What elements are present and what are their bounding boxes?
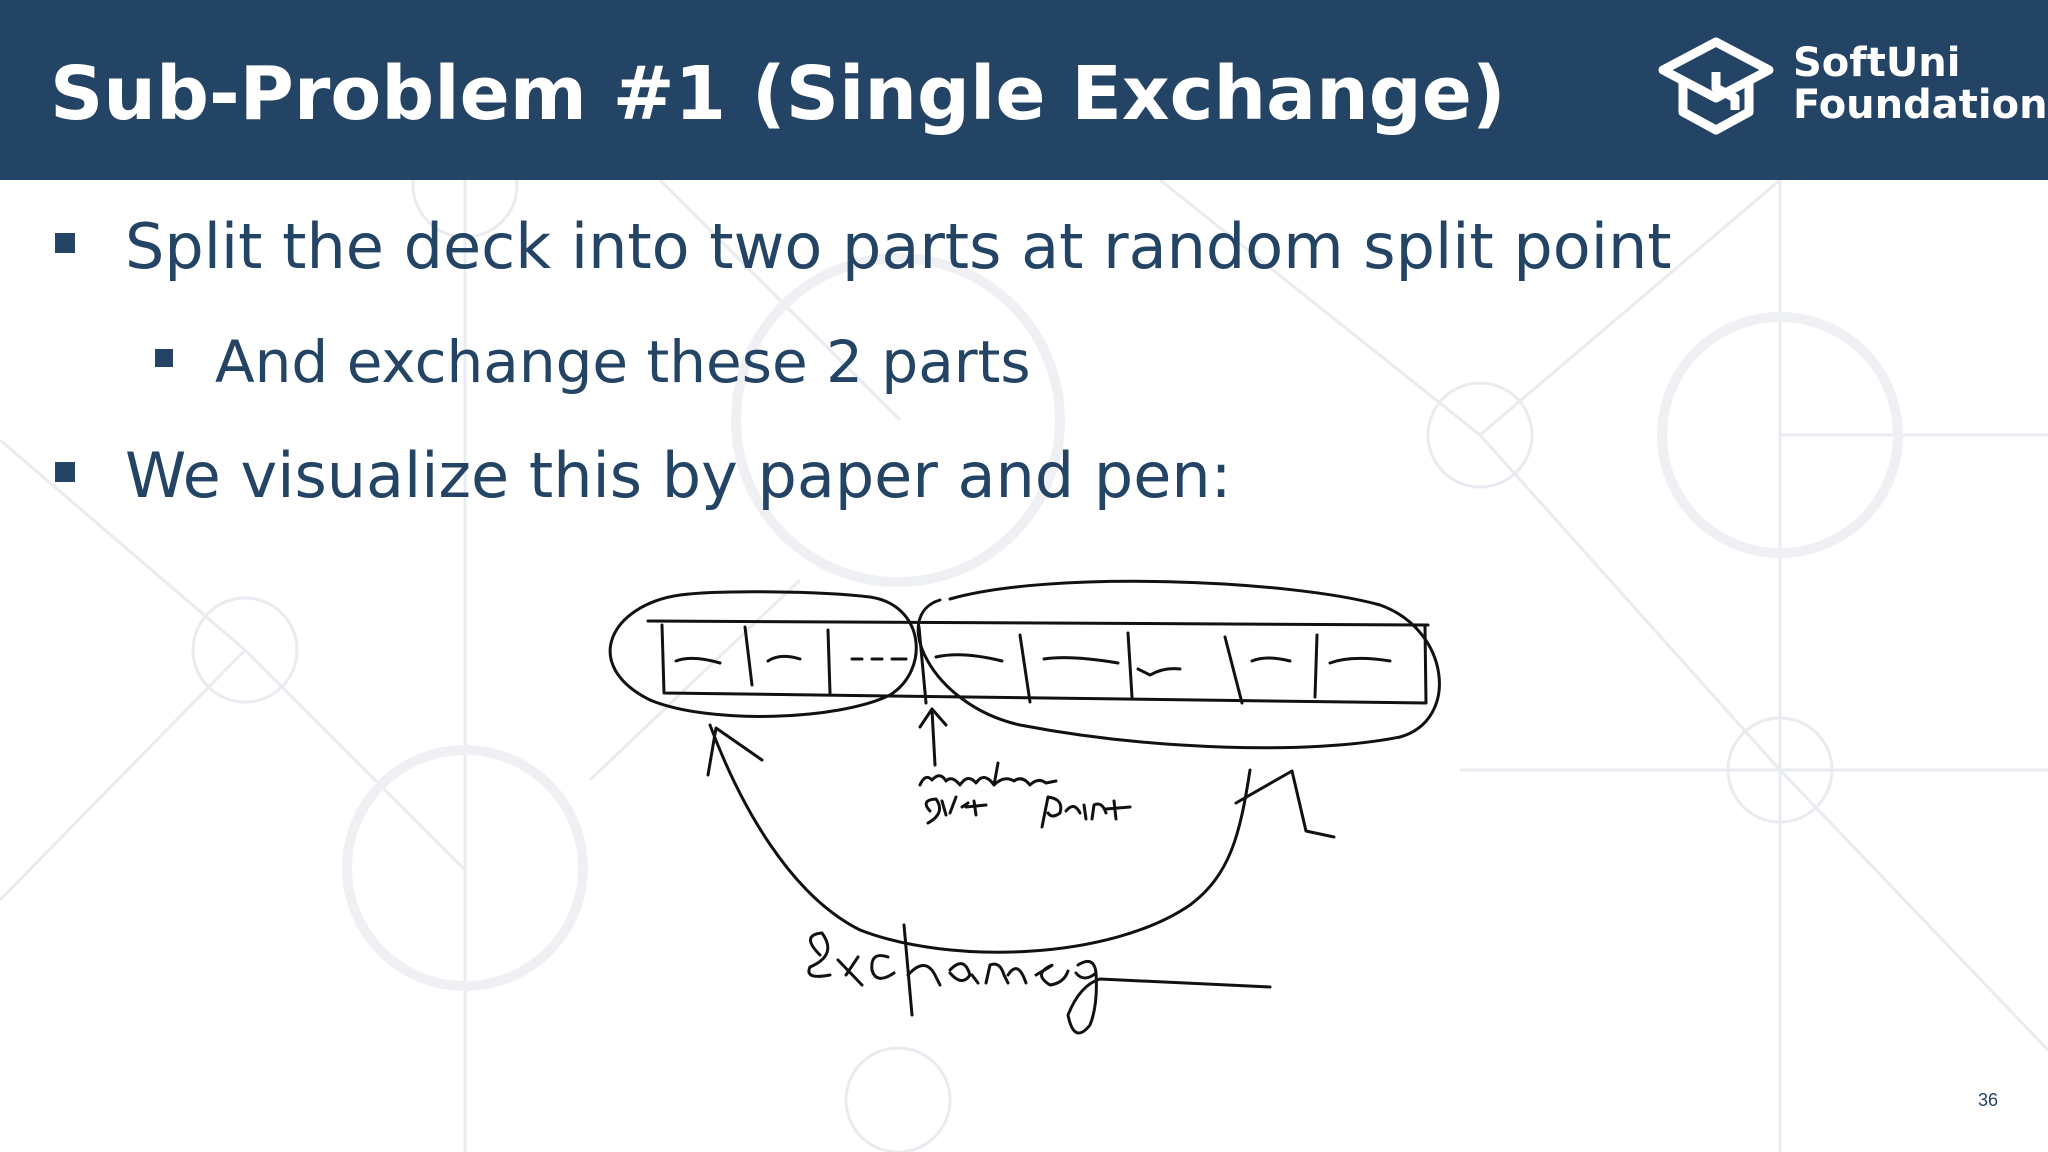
slide-title: Sub-Problem #1 (Single Exchange) <box>50 51 1506 137</box>
right-part-outline <box>916 579 1441 750</box>
brand-line-1: SoftUni <box>1793 40 1961 86</box>
brand-line-2: Foundation <box>1793 82 2048 128</box>
sub-bullet-marker <box>155 349 173 367</box>
bullet-marker <box>55 462 75 482</box>
bullet-marker <box>55 233 75 253</box>
bullet-item: Split the deck into two parts at random … <box>125 210 1672 283</box>
slide-number: 36 <box>1978 1090 1999 1110</box>
hand-drawn-sketch <box>608 579 1441 1035</box>
graduation-cap-icon <box>1658 37 1774 135</box>
handwriting-random-split-point <box>918 761 1132 829</box>
sub-bullet-item: And exchange these 2 parts <box>215 328 1031 396</box>
brand-name: SoftUni Foundation <box>1793 42 2048 126</box>
split-point-arrow <box>918 707 948 767</box>
handwriting-exchange <box>807 923 1272 1035</box>
softuni-logo: SoftUni Foundation <box>1655 36 2048 136</box>
slide-header: Sub-Problem #1 (Single Exchange) SoftUni… <box>0 0 2048 180</box>
deck-cards-sketch <box>646 619 1430 705</box>
exchange-arrow-left <box>708 723 1252 954</box>
bullet-item: We visualize this by paper and pen: <box>125 439 1232 512</box>
left-part-outline <box>608 590 918 718</box>
